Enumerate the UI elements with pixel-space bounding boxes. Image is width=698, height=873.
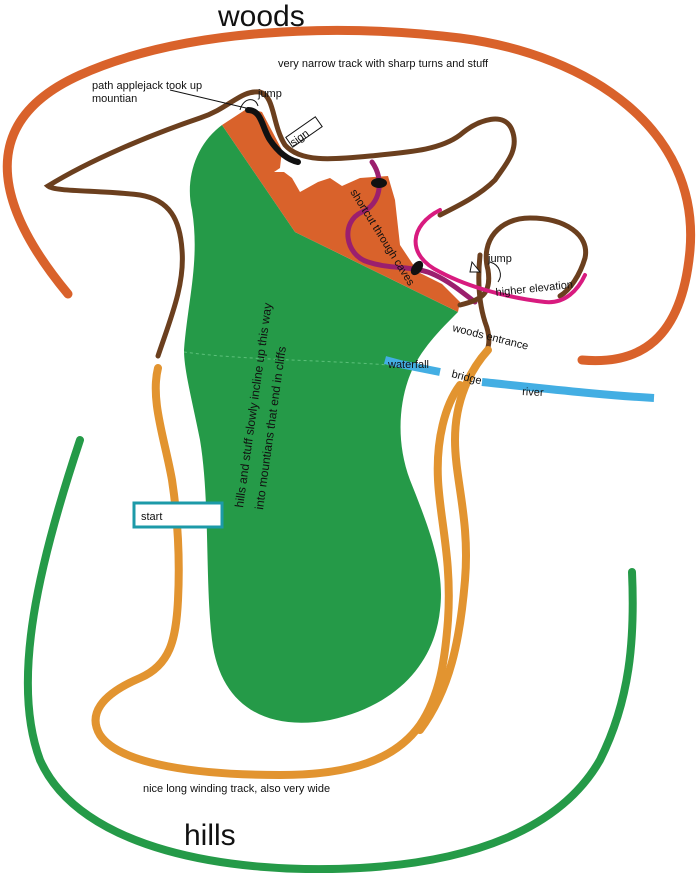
applejack-label-2: mountian	[92, 93, 137, 105]
jump-ramp-right	[469, 260, 482, 273]
woods-boundary	[2, 25, 696, 366]
jump-right-label: jump	[487, 253, 512, 265]
applejack-pointer-line	[169, 89, 247, 109]
narrow-track-label: very narrow track with sharp turns and s…	[278, 58, 489, 70]
cave-entrance-bottom	[410, 260, 424, 276]
long-track-label: nice long winding track, also very wide	[143, 783, 330, 795]
start-box[interactable]	[132, 501, 224, 529]
sign-marker	[285, 116, 323, 148]
brown-to-woods-entrance	[476, 252, 492, 355]
brown-loop-track	[457, 215, 589, 308]
start-label: start	[141, 511, 162, 523]
wide-orange-track-left	[91, 364, 464, 780]
applejack-path	[245, 107, 301, 165]
wide-orange-track-right	[416, 346, 492, 734]
river-downstream	[481, 378, 655, 402]
mountain-area	[222, 108, 460, 312]
higher-elevation-track	[413, 208, 587, 305]
applejack-label-1: path applejack took up	[92, 80, 202, 92]
jump-top-label: jump	[257, 88, 282, 100]
woods-title: woods	[217, 0, 305, 33]
hills-boundary	[23, 436, 637, 873]
shortcut-cave-path	[345, 159, 478, 305]
land-seam-line	[183, 351, 403, 367]
jump-top-arc	[239, 99, 259, 111]
river-label: river	[522, 386, 544, 399]
waterfall-label: waterfall	[387, 359, 429, 371]
river	[383, 356, 441, 376]
hills-title: hills	[184, 819, 236, 852]
cave-entrance-top	[371, 178, 387, 188]
jump-right-arc	[489, 261, 501, 283]
green-land	[184, 125, 458, 723]
narrow-brown-track	[43, 89, 517, 359]
